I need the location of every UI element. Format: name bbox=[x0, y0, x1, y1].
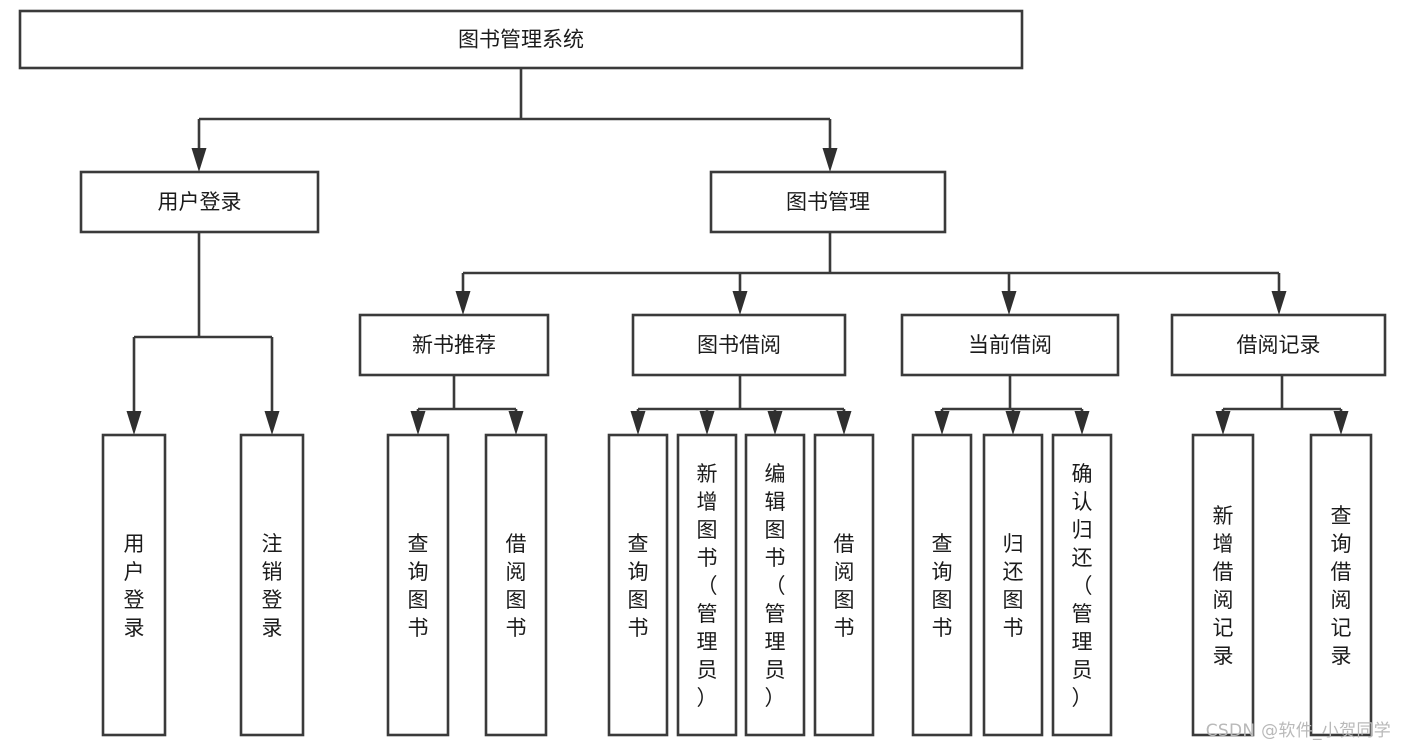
node-leaf-query-book-1[interactable]: 查询图书 bbox=[386, 433, 450, 737]
node-label: 注销登录 bbox=[262, 532, 283, 640]
node-label: 归还图书 bbox=[1003, 532, 1024, 640]
edge-group-newbook-to-leaves bbox=[410, 375, 524, 435]
arrow-head-icon bbox=[732, 291, 748, 315]
node-label: 查询图书 bbox=[628, 532, 649, 640]
node-label: 图书管理系统 bbox=[458, 28, 584, 52]
node-label: 借阅记录 bbox=[1237, 333, 1321, 357]
node-leaf-add-book[interactable]: 新增图书（管理员） bbox=[676, 433, 738, 737]
node-leaf-edit-book[interactable]: 编辑图书（管理员） bbox=[744, 433, 806, 737]
node-label: 借阅图书 bbox=[834, 532, 855, 640]
node-label: 新增图书（管理员） bbox=[697, 462, 718, 710]
node-label: 图书管理 bbox=[786, 190, 870, 214]
node-leaf-add-record[interactable]: 新增借阅记录 bbox=[1191, 433, 1255, 737]
node-box[interactable] bbox=[676, 433, 738, 737]
node-current-borrow[interactable]: 当前借阅 bbox=[900, 313, 1120, 377]
node-leaf-logout[interactable]: 注销登录 bbox=[239, 433, 305, 737]
node-box[interactable] bbox=[386, 433, 450, 737]
edge-group-bookmanage-to-level2 bbox=[455, 232, 1287, 315]
node-leaf-confirm-return[interactable]: 确认归还（管理员） bbox=[1051, 433, 1113, 737]
node-box[interactable] bbox=[1309, 433, 1373, 737]
node-leaf-borrow-book-1[interactable]: 借阅图书 bbox=[484, 433, 548, 737]
edge-group-borrowrecord-to-leaves bbox=[1215, 375, 1349, 435]
node-box[interactable] bbox=[1051, 433, 1113, 737]
node-box[interactable] bbox=[358, 313, 550, 377]
node-root[interactable]: 图书管理系统 bbox=[18, 9, 1024, 70]
node-leaf-query-book-2[interactable]: 查询图书 bbox=[607, 433, 669, 737]
node-box[interactable] bbox=[813, 433, 875, 737]
node-leaf-user-login[interactable]: 用户登录 bbox=[101, 433, 167, 737]
node-book-borrow[interactable]: 图书借阅 bbox=[631, 313, 847, 377]
node-user-login[interactable]: 用户登录 bbox=[79, 170, 320, 234]
node-new-book-recommend[interactable]: 新书推荐 bbox=[358, 313, 550, 377]
node-book-manage[interactable]: 图书管理 bbox=[709, 170, 947, 234]
node-label: 查询借阅记录 bbox=[1331, 504, 1352, 668]
arrow-head-icon bbox=[836, 411, 852, 435]
arrow-head-icon bbox=[767, 411, 783, 435]
arrow-head-icon bbox=[934, 411, 950, 435]
node-label: 图书借阅 bbox=[697, 333, 781, 357]
node-box[interactable] bbox=[709, 170, 947, 234]
node-box[interactable] bbox=[1170, 313, 1387, 377]
node-label: 新增借阅记录 bbox=[1213, 504, 1234, 668]
edge-group-bookborrow-to-leaves bbox=[630, 375, 852, 435]
arrow-head-icon bbox=[699, 411, 715, 435]
node-leaf-return-book[interactable]: 归还图书 bbox=[982, 433, 1044, 737]
edges-layer bbox=[126, 68, 1349, 435]
arrow-head-icon bbox=[1074, 411, 1090, 435]
node-box[interactable] bbox=[607, 433, 669, 737]
arrow-head-icon bbox=[630, 411, 646, 435]
node-box[interactable] bbox=[239, 433, 305, 737]
node-leaf-borrow-book-2[interactable]: 借阅图书 bbox=[813, 433, 875, 737]
arrow-head-icon bbox=[455, 291, 471, 315]
edge-group-root-to-level1 bbox=[191, 68, 838, 172]
arrow-head-icon bbox=[191, 148, 207, 172]
node-label: 用户登录 bbox=[158, 190, 242, 214]
arrow-head-icon bbox=[1215, 411, 1231, 435]
arrow-head-icon bbox=[410, 411, 426, 435]
node-box[interactable] bbox=[1191, 433, 1255, 737]
node-box[interactable] bbox=[744, 433, 806, 737]
node-box[interactable] bbox=[911, 433, 973, 737]
node-box[interactable] bbox=[982, 433, 1044, 737]
node-label: 当前借阅 bbox=[968, 333, 1052, 357]
nodes-layer: 图书管理系统用户登录图书管理新书推荐图书借阅当前借阅借阅记录用户登录注销登录查询… bbox=[18, 9, 1387, 737]
arrow-head-icon bbox=[1005, 411, 1021, 435]
arrow-head-icon bbox=[822, 148, 838, 172]
edge-group-userlogin-to-leaves bbox=[126, 232, 280, 435]
node-box[interactable] bbox=[18, 9, 1024, 70]
node-box[interactable] bbox=[484, 433, 548, 737]
arrow-head-icon bbox=[264, 411, 280, 435]
arrow-head-icon bbox=[508, 411, 524, 435]
node-box[interactable] bbox=[631, 313, 847, 377]
node-label: 查询图书 bbox=[932, 532, 953, 640]
edge-group-currentborrow-to-leaves bbox=[934, 375, 1090, 435]
node-box[interactable] bbox=[79, 170, 320, 234]
node-leaf-query-record[interactable]: 查询借阅记录 bbox=[1309, 433, 1373, 737]
node-label: 借阅图书 bbox=[506, 532, 527, 640]
node-label: 确认归还（管理员） bbox=[1072, 462, 1093, 710]
node-label: 查询图书 bbox=[408, 532, 429, 640]
arrow-head-icon bbox=[126, 411, 142, 435]
node-borrow-record[interactable]: 借阅记录 bbox=[1170, 313, 1387, 377]
arrow-head-icon bbox=[1333, 411, 1349, 435]
arrow-head-icon bbox=[1271, 291, 1287, 315]
node-label: 新书推荐 bbox=[412, 333, 496, 357]
node-label: 用户登录 bbox=[124, 532, 145, 640]
node-box[interactable] bbox=[101, 433, 167, 737]
arrow-head-icon bbox=[1001, 291, 1017, 315]
node-box[interactable] bbox=[900, 313, 1120, 377]
node-leaf-query-book-3[interactable]: 查询图书 bbox=[911, 433, 973, 737]
node-label: 编辑图书（管理员） bbox=[765, 462, 786, 710]
